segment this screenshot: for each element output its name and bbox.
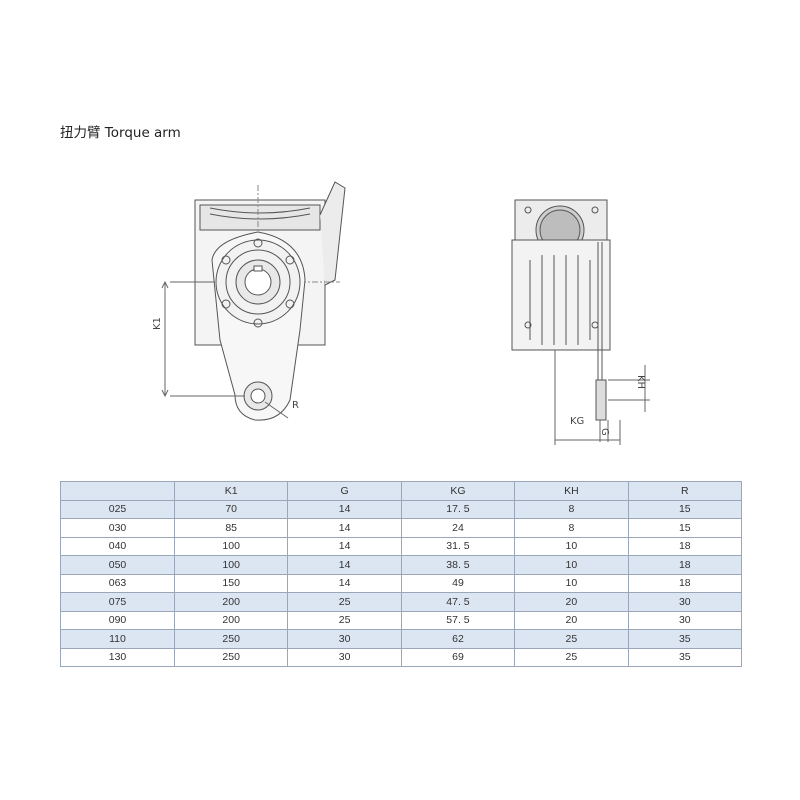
- column-header: R: [627, 481, 743, 501]
- table-cell: 18: [627, 555, 743, 575]
- k1-dimension-label: K1: [152, 317, 163, 330]
- table-cell: 14: [287, 573, 402, 593]
- table-cell-model: 025: [60, 499, 175, 519]
- table-cell: 20: [514, 610, 629, 630]
- table-cell: 100: [173, 555, 289, 575]
- r-dimension-label: R: [292, 400, 299, 411]
- table-cell: 200: [173, 592, 289, 612]
- table-cell: 69: [400, 647, 516, 667]
- table-cell: 10: [514, 555, 629, 575]
- table-cell: 25: [514, 647, 629, 667]
- table-cell: 35: [627, 629, 743, 649]
- table-cell: 8: [514, 499, 629, 519]
- table-cell: 38. 5: [400, 555, 516, 575]
- table-cell: 35: [627, 647, 743, 667]
- table-cell: 57. 5: [400, 610, 516, 630]
- table-cell: 15: [627, 499, 743, 519]
- table-cell: 18: [627, 573, 743, 593]
- front-view-drawing: K1 R: [152, 181, 346, 421]
- table-cell: 250: [173, 629, 289, 649]
- table-cell: 100: [173, 536, 289, 556]
- table-cell: 14: [287, 499, 402, 519]
- kg-dimension-label: KG: [570, 416, 584, 427]
- table-header-row: K1 G KG KH R: [60, 481, 743, 501]
- table-cell: 20: [514, 592, 629, 612]
- column-header: [60, 481, 175, 501]
- page-title: 扭力臂 Torque arm: [60, 125, 181, 141]
- table-cell-model: 030: [60, 518, 175, 538]
- table-cell-model: 063: [60, 573, 175, 593]
- table-cell: 25: [514, 629, 629, 649]
- table-cell: 17. 5: [400, 499, 516, 519]
- table-cell-model: 110: [60, 629, 175, 649]
- table-cell: 14: [287, 536, 402, 556]
- column-header: G: [287, 481, 402, 501]
- column-header: KG: [400, 481, 516, 501]
- table-cell: 14: [287, 555, 402, 575]
- table-cell: 150: [173, 573, 289, 593]
- table-cell: 47. 5: [400, 592, 516, 612]
- table-cell-model: 075: [60, 592, 175, 612]
- table-cell: 25: [287, 610, 402, 630]
- table-cell-model: 050: [60, 555, 175, 575]
- table-cell: 10: [514, 573, 629, 593]
- table-cell: 30: [287, 647, 402, 667]
- side-view-drawing: KH KG G: [511, 199, 650, 445]
- table-cell: 200: [173, 610, 289, 630]
- table-cell: 14: [287, 518, 402, 538]
- table-cell: 62: [400, 629, 516, 649]
- table-cell: 85: [173, 518, 289, 538]
- column-header: K1: [173, 481, 289, 501]
- table-cell: 49: [400, 573, 516, 593]
- table-cell: 25: [287, 592, 402, 612]
- table-cell: 30: [627, 610, 743, 630]
- table-cell-model: 090: [60, 610, 175, 630]
- table-cell-model: 130: [60, 647, 175, 667]
- table-cell: 8: [514, 518, 629, 538]
- table-cell: 10: [514, 536, 629, 556]
- table-cell: 31. 5: [400, 536, 516, 556]
- g-dimension-label: G: [599, 428, 610, 436]
- table-cell: 15: [627, 518, 743, 538]
- table-cell: 30: [287, 629, 402, 649]
- table-cell: 18: [627, 536, 743, 556]
- table-cell-model: 040: [60, 536, 175, 556]
- table-cell: 70: [173, 499, 289, 519]
- table-cell: 30: [627, 592, 743, 612]
- kh-dimension-label: KH: [635, 375, 646, 389]
- column-header: KH: [514, 481, 629, 501]
- table-cell: 24: [400, 518, 516, 538]
- table-cell: 250: [173, 647, 289, 667]
